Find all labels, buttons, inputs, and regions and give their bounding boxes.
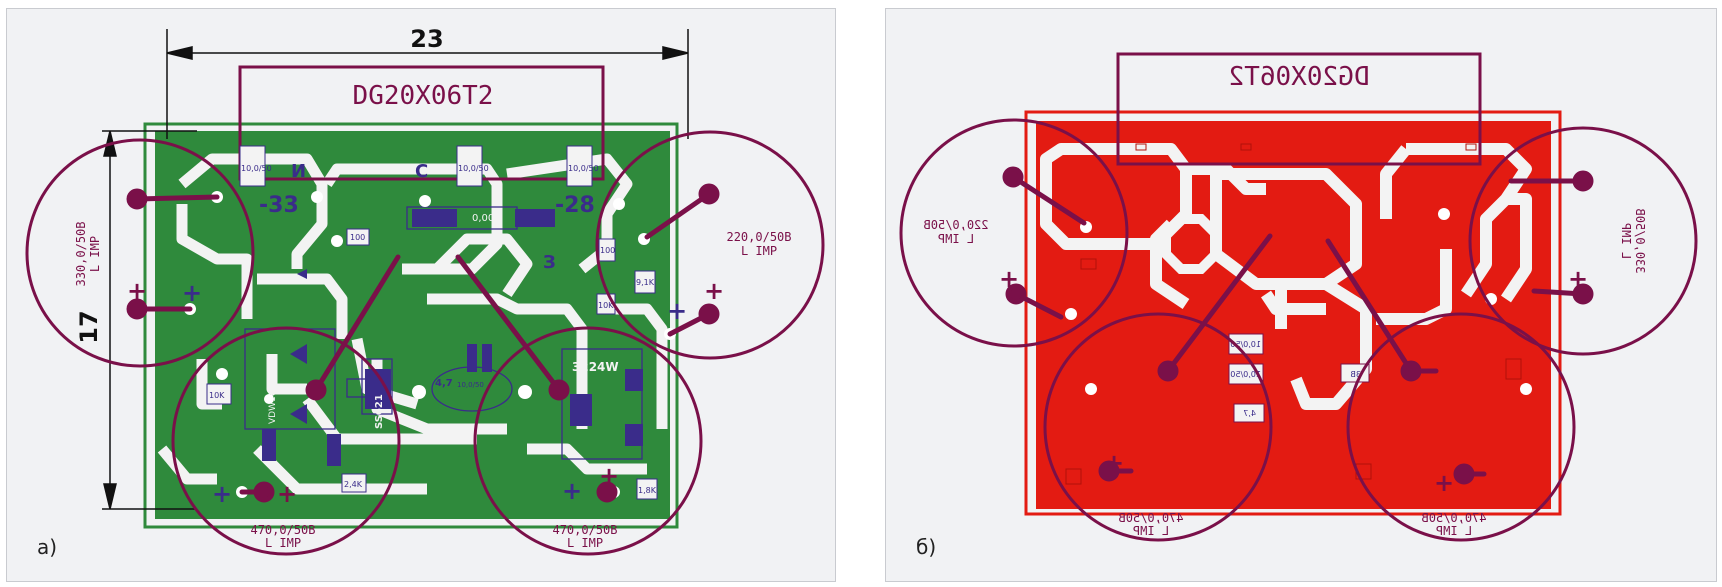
header-outline-b xyxy=(1116,52,1482,166)
dimension-height-label: 17 xyxy=(75,310,103,343)
panel-b-label: б) xyxy=(916,535,937,559)
part-res-100b: 100 xyxy=(600,246,615,255)
pad-label-s: С xyxy=(415,161,428,182)
capacitor-leads xyxy=(126,183,720,503)
plus-icon-b-right: + xyxy=(1568,265,1588,293)
plus-icon-left-maroon: + xyxy=(127,277,147,305)
cap-br-line2: L IMP xyxy=(567,536,603,550)
header-outline xyxy=(238,65,605,181)
part-cap-mid: 10,0/50 xyxy=(457,381,484,389)
cap-b-bl-line2: L IMP xyxy=(1133,524,1169,538)
part-ic-3224: 3224W xyxy=(572,360,619,374)
panel-a: 23 17 DG20X06T2 -33 -28 И С З xyxy=(6,8,836,582)
polarity-marks: + + + + + + + + xyxy=(127,277,724,508)
cap-b-left-line1: 220,0/50B xyxy=(923,218,988,232)
panel-b: DG20X06T2 10,0/50 10,0/50 4,7 3B xyxy=(885,8,1717,582)
pad-label-i: И xyxy=(291,161,306,182)
part-cap-47: 4,7 xyxy=(435,378,453,389)
components xyxy=(262,209,643,466)
pads-b xyxy=(1065,208,1532,395)
capacitor-outlines-b xyxy=(899,118,1698,542)
part-b-res-3b: 3B xyxy=(1350,370,1361,379)
part-cap-1: 10,0/50 xyxy=(241,164,272,173)
part-ic-ss621: SS621 xyxy=(374,394,385,429)
plus-icon-b-br: + xyxy=(1434,469,1454,497)
capacitor-labels-b: 220,0/50B L IMP 330,0/50B L IMP 470,0/50… xyxy=(923,208,1647,538)
cap-b-right-line1: 330,0/50B xyxy=(1633,208,1647,273)
plus-icon-bl-blue: + xyxy=(212,480,232,508)
part-b-cap-2: 10,0/50 xyxy=(1230,370,1261,379)
plus-icon-b-bl: + xyxy=(1104,449,1124,477)
capacitor-labels: 330,0/50B L IMP 220,0/50B L IMP 470,0/50… xyxy=(74,221,792,550)
plus-icon-b-left: + xyxy=(999,265,1019,293)
cap-b-left-line2: L IMP xyxy=(938,232,974,246)
pad-label-z: З xyxy=(543,252,556,273)
plus-icon-br-blue: + xyxy=(562,477,582,505)
cap-b-br-line1: 470,0/50B xyxy=(1421,511,1486,525)
part-res-91k: 9,1K xyxy=(636,278,655,287)
header-label: DG20X06T2 xyxy=(353,81,494,111)
parts-b: 10,0/50 10,0/50 4,7 3B xyxy=(1228,333,1370,423)
part-res-10k-b: 10K xyxy=(209,391,225,400)
dimension-width xyxy=(166,29,689,139)
capacitor-outlines xyxy=(25,130,825,556)
part-res-24k: 2,4K xyxy=(344,480,363,489)
cap-bl-line1: 470,0/50B xyxy=(250,523,315,537)
capacitor-leads-b xyxy=(1002,166,1594,485)
board-outline xyxy=(143,122,679,529)
octagon-pad-b xyxy=(1161,214,1221,274)
cap-right-line1: 220,0/50B xyxy=(726,230,791,244)
part-cap-0005: 0,005 xyxy=(472,213,501,224)
cap-right-line2: L IMP xyxy=(741,244,777,258)
header-label-b: DG20X06T2 xyxy=(1229,62,1370,92)
part-res-18k: 1,8K xyxy=(638,486,657,495)
panel-a-label: а) xyxy=(37,535,58,559)
part-res-100a: 100 xyxy=(350,233,365,242)
plus-icon-bl-maroon: + xyxy=(277,480,297,508)
pcb-bottom-view: DG20X06T2 10,0/50 10,0/50 4,7 3B xyxy=(899,52,1698,542)
pad-label-minus-33: -33 xyxy=(259,193,299,218)
cap-left-line2: L IMP xyxy=(88,236,102,272)
polarity-marks-b: + + + + xyxy=(999,265,1588,497)
pcb-top-view: 23 17 DG20X06T2 -33 -28 И С З xyxy=(25,25,825,556)
cap-b-br-line2: L IMP xyxy=(1436,524,1472,538)
part-res-10k-a: 10K xyxy=(598,301,614,310)
part-b-cap-3: 4,7 xyxy=(1243,409,1256,418)
dimension-width-label: 23 xyxy=(410,25,443,53)
cap-left-line1: 330,0/50B xyxy=(74,221,88,286)
cap-bl-line2: L IMP xyxy=(265,536,301,550)
plus-icon-left-blue: + xyxy=(182,279,202,307)
plus-icon-right-maroon: + xyxy=(704,277,724,305)
plus-icon-br-maroon: + xyxy=(599,462,619,490)
pad-label-minus-28: -28 xyxy=(555,193,595,218)
cap-b-right-line2: L IMP xyxy=(1619,223,1633,259)
part-cap-3: 10,0/50 xyxy=(568,164,599,173)
cap-br-line1: 470,0/50B xyxy=(552,523,617,537)
part-b-cap-1: 10,0/50 xyxy=(1230,340,1261,349)
board-outline-b xyxy=(1024,110,1562,516)
cap-b-bl-line1: 470,0/50B xyxy=(1118,511,1183,525)
part-cap-2: 10,0/50 xyxy=(458,164,489,173)
plus-icon-right-blue: + xyxy=(667,297,687,325)
